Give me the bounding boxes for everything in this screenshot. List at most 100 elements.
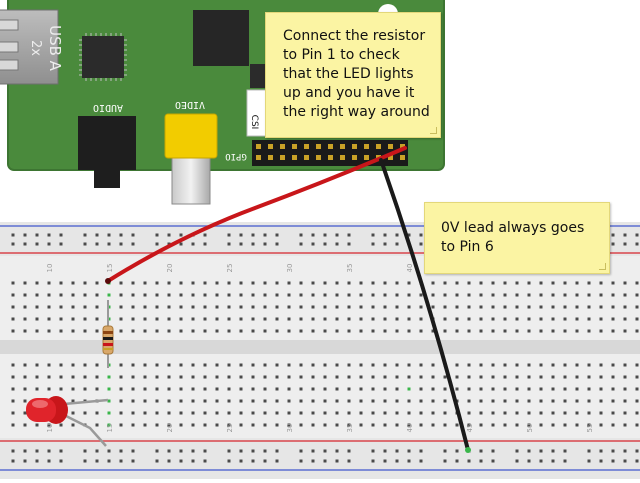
rail-hole [635,242,639,246]
breadboard-hole [155,305,159,309]
breadboard-hole [527,375,531,379]
column-number: 15 [106,424,114,433]
breadboard-hole [563,293,567,297]
breadboard-hole [623,293,627,297]
csi-label: CSI [249,115,259,130]
column-number: 40 [406,424,414,433]
breadboard-hole [371,305,375,309]
breadboard-hole [11,317,15,321]
rail-hole [155,242,159,246]
breadboard-hole [287,305,291,309]
breadboard-hole [335,281,339,285]
breadboard-hole [503,281,507,285]
rail-hole [443,459,447,463]
breadboard-hole [179,329,183,333]
breadboard-hole [155,293,159,297]
breadboard-hole [59,423,63,427]
breadboard-hole [623,329,627,333]
breadboard-hole [527,363,531,367]
rail-hole [323,459,327,463]
breadboard-hole [275,305,279,309]
breadboard-hole [311,411,315,415]
breadboard-hole [599,363,603,367]
breadboard-hole [587,281,591,285]
breadboard-hole [119,399,123,403]
breadboard-hole [539,281,543,285]
rail-hole [251,459,255,463]
rail-hole [239,242,243,246]
breadboard-hole [11,411,15,415]
rail-hole [251,242,255,246]
breadboard-hole [443,375,447,379]
breadboard-hole [275,399,279,403]
breadboard-hole [563,423,567,427]
breadboard-hole [395,293,399,297]
breadboard-hole [23,423,27,427]
breadboard-hole [359,423,363,427]
rail-hole [155,233,159,237]
breadboard-hole [71,387,75,391]
breadboard-hole [491,387,495,391]
breadboard-hole [491,305,495,309]
breadboard-hole [311,399,315,403]
breadboard-hole [551,375,555,379]
breadboard-hole [239,305,243,309]
breadboard-hole [515,293,519,297]
breadboard-hole [23,375,27,379]
breadboard-hole [143,387,147,391]
breadboard-hole [131,411,135,415]
breadboard-hole [587,329,591,333]
pin1-note: Connect the resistor to Pin 1 to check t… [265,12,441,138]
rail-hole [611,459,615,463]
breadboard-hole [407,293,411,297]
breadboard-hole [71,329,75,333]
breadboard-hole [455,363,459,367]
rail-hole [407,449,411,453]
rail-hole [335,233,339,237]
breadboard-hole [347,399,351,403]
breadboard-hole [263,375,267,379]
gpio-pin [400,144,405,149]
breadboard-hole [635,329,639,333]
breadboard-hole [515,363,519,367]
breadboard-hole [635,363,639,367]
breadboard-hole [623,387,627,391]
breadboard-hole [479,363,483,367]
breadboard-hole [491,293,495,297]
rail-hole [131,459,135,463]
led [26,396,109,447]
breadboard-hole [203,317,207,321]
rail-hole [623,449,627,453]
breadboard-hole [275,281,279,285]
column-number: 30 [286,424,294,433]
breadboard-hole [563,387,567,391]
rail-hole [95,459,99,463]
breadboard-hole [395,305,399,309]
breadboard-hole [323,317,327,321]
breadboard-hole [119,329,123,333]
bottom-rail-strip [0,438,640,479]
breadboard-hole [143,375,147,379]
breadboard-hole [575,423,579,427]
rail-hole [167,233,171,237]
column-number: 45 [466,424,474,433]
breadboard-hole [119,305,123,309]
breadboard-hole [71,281,75,285]
breadboard-hole [59,375,63,379]
breadboard-hole [23,317,27,321]
breadboard-hole [323,387,327,391]
breadboard-hole [419,293,423,297]
breadboard-hole [635,317,639,321]
rail-hole [47,449,51,453]
breadboard-hole [47,305,51,309]
breadboard-hole [491,281,495,285]
breadboard-hole [179,317,183,321]
rail-hole [179,242,183,246]
breadboard-hole [455,317,459,321]
rail-hole [251,233,255,237]
rail-hole [131,449,135,453]
breadboard-hole [251,375,255,379]
breadboard-hole [143,293,147,297]
breadboard-hole [323,293,327,297]
breadboard-hole [227,411,231,415]
